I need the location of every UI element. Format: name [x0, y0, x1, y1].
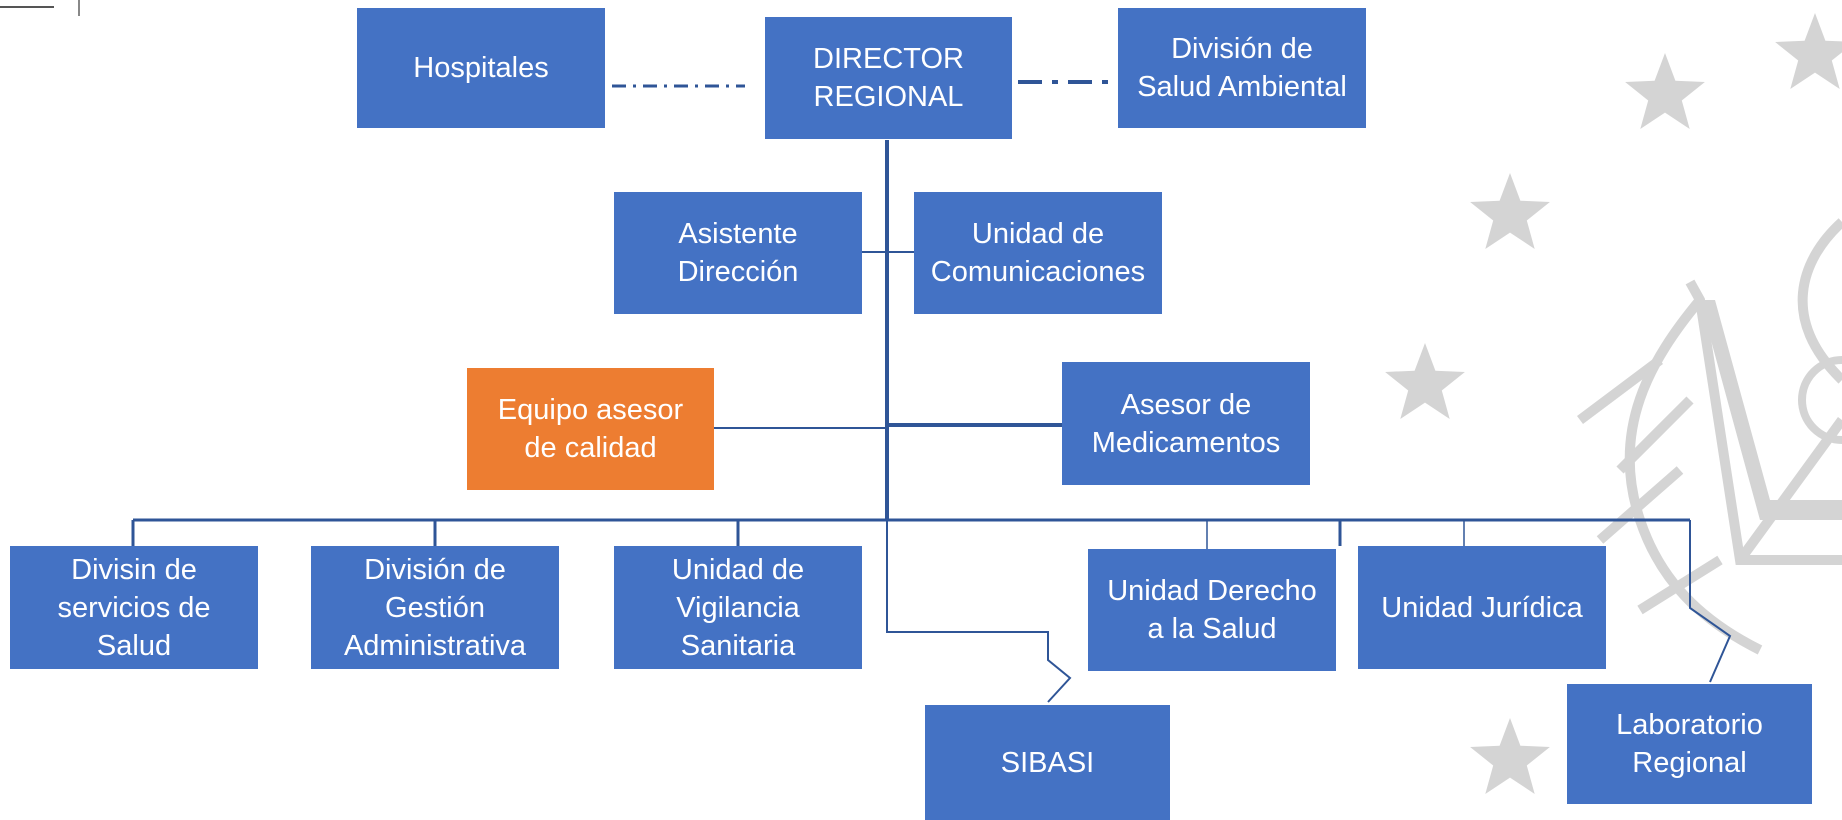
- box-sibasi: SIBASI: [925, 705, 1170, 820]
- box-unidad-comunicaciones: Unidad de Comunicaciones: [914, 192, 1162, 314]
- box-division-salud-ambiental: División de Salud Ambiental: [1118, 8, 1366, 128]
- box-equipo-asesor-calidad: Equipo asesor de calidad: [467, 368, 714, 490]
- box-unidad-derecho-salud: Unidad Derecho a la Salud: [1088, 549, 1336, 671]
- box-director-regional: DIRECTOR REGIONAL: [765, 17, 1012, 139]
- box-asistente-direccion: Asistente Dirección: [614, 192, 862, 314]
- box-division-gestion-administrativa: División de Gestión Administrativa: [311, 546, 559, 669]
- star-icon: [1625, 53, 1705, 129]
- link-sibasi: [886, 520, 1072, 703]
- box-unidad-juridica: Unidad Jurídica: [1358, 546, 1606, 669]
- star-icon: [1470, 173, 1550, 249]
- box-laboratorio-regional: Laboratorio Regional: [1567, 684, 1812, 804]
- link-laboratorio: [1689, 520, 1732, 683]
- box-asesor-medicamentos: Asesor de Medicamentos: [1062, 362, 1310, 485]
- star-icon: [1470, 718, 1550, 794]
- box-unidad-vigilancia-sanitaria: Unidad de Vigilancia Sanitaria: [614, 546, 862, 669]
- star-icon: [1385, 343, 1465, 419]
- corner-logo-fragment: [0, 0, 80, 16]
- star-icon: [1775, 13, 1842, 89]
- box-division-servicios-salud: Divisin de servicios de Salud: [10, 546, 258, 669]
- box-hospitales: Hospitales: [357, 8, 605, 128]
